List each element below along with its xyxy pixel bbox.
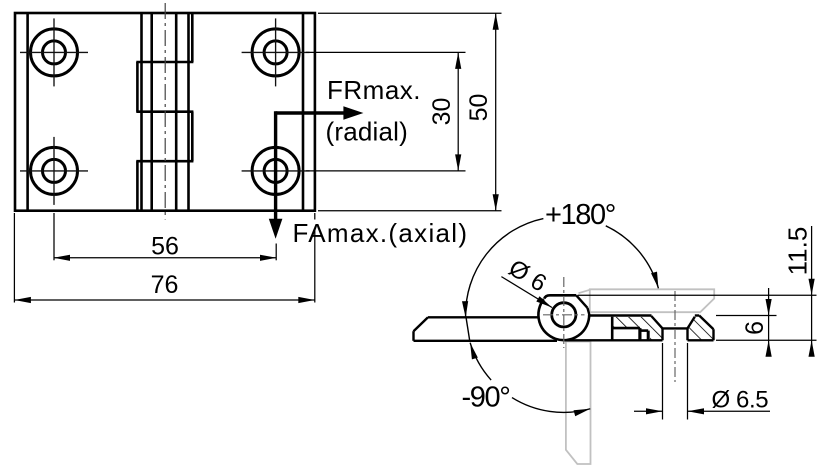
- svg-text:FRmax.: FRmax.: [327, 75, 421, 105]
- svg-text:-90°: -90°: [462, 381, 510, 413]
- svg-text:(radial): (radial): [326, 117, 409, 147]
- svg-text:11.5: 11.5: [783, 227, 813, 276]
- svg-text:6: 6: [741, 321, 769, 335]
- svg-text:56: 56: [151, 233, 179, 261]
- svg-text:30: 30: [428, 98, 456, 126]
- svg-text:+180°: +180°: [545, 199, 615, 231]
- svg-text:50: 50: [465, 94, 493, 122]
- svg-text:Ø 6.5: Ø 6.5: [712, 386, 769, 413]
- svg-text:FAmax.(axial): FAmax.(axial): [293, 218, 469, 248]
- svg-text:76: 76: [151, 271, 179, 299]
